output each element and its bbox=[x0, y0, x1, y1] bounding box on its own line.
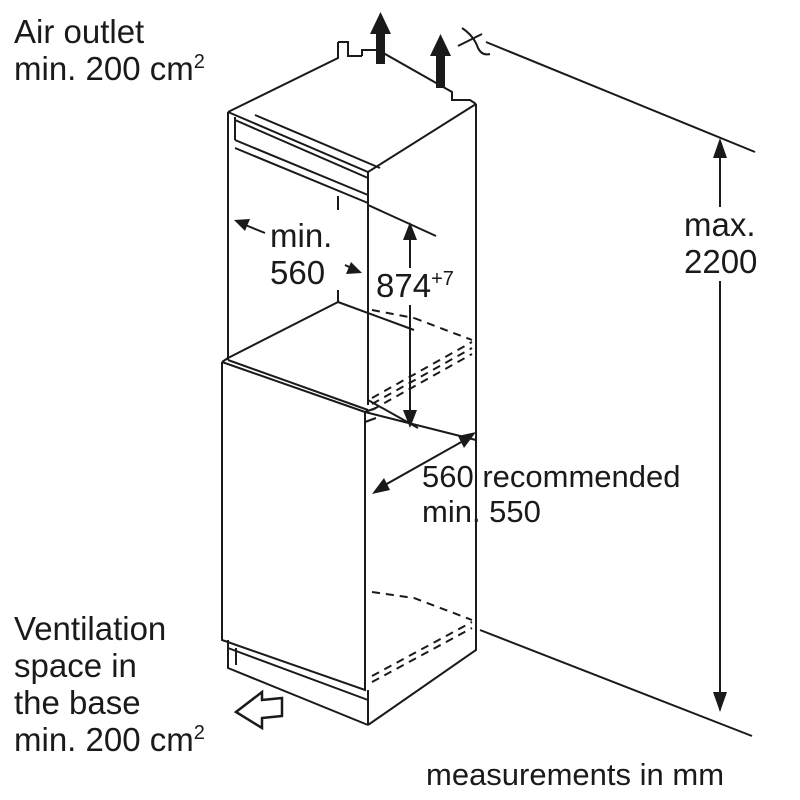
depth-line2: min. 550 bbox=[422, 493, 541, 529]
ventilation-line3: the base bbox=[14, 683, 141, 721]
ventilation-line2: space in bbox=[14, 646, 137, 684]
niche-width-line2: 560 bbox=[268, 253, 328, 292]
air-outlet-sup: 2 bbox=[193, 50, 205, 73]
max-height-label: max. 2200 bbox=[682, 206, 760, 281]
air-outlet-label: Air outlet min. 200 cm2 bbox=[14, 13, 205, 88]
up-arrow-icon bbox=[430, 34, 451, 88]
max-top-arrowhead bbox=[713, 138, 727, 158]
niche-width-line1: min. bbox=[268, 217, 335, 255]
height-874-label: 874+7 bbox=[374, 267, 456, 305]
ventilation-line1: Ventilation bbox=[14, 610, 167, 647]
cabinet-outline bbox=[227, 41, 477, 440]
cut-symbol-icon bbox=[457, 27, 491, 56]
max-height-line1: max. bbox=[682, 206, 760, 244]
hidden-edges bbox=[371, 309, 473, 683]
units-note: measurements in mm bbox=[426, 757, 725, 792]
air-outlet-line2: min. 200 cm bbox=[14, 49, 194, 87]
up-arrow-icon bbox=[370, 12, 391, 64]
height-top-arrowhead bbox=[403, 222, 417, 240]
air-outlet-line1: Air outlet bbox=[14, 13, 145, 50]
ventilation-line4: min. 200 cm bbox=[14, 720, 194, 758]
max-height-dimension bbox=[479, 41, 756, 737]
depth-line1: 560 recommended bbox=[422, 459, 681, 494]
depth-front-arrowhead bbox=[372, 478, 390, 494]
max-bottom-arrowhead bbox=[713, 692, 727, 712]
width-right-arrowhead bbox=[346, 262, 362, 274]
niche-width-label: min. 560 bbox=[268, 217, 335, 292]
cabinet-base bbox=[227, 440, 477, 726]
depth-label: 560 recommended min. 550 bbox=[422, 459, 681, 529]
depth-back-arrowhead bbox=[458, 432, 476, 448]
height-874-sup: +7 bbox=[431, 268, 454, 290]
max-height-line2: 2200 bbox=[682, 242, 760, 281]
height-874-value: 874 bbox=[376, 267, 432, 304]
ventilation-arrow-icon bbox=[233, 689, 284, 731]
width-left-arrowhead bbox=[234, 219, 250, 231]
niche-floor bbox=[227, 290, 415, 411]
height-bottom-arrowhead bbox=[403, 410, 417, 428]
depth-dimension bbox=[375, 435, 473, 491]
ventilation-label: Ventilation space in the base min. 200 c… bbox=[14, 610, 205, 759]
ventilation-sup: 2 bbox=[193, 721, 205, 744]
